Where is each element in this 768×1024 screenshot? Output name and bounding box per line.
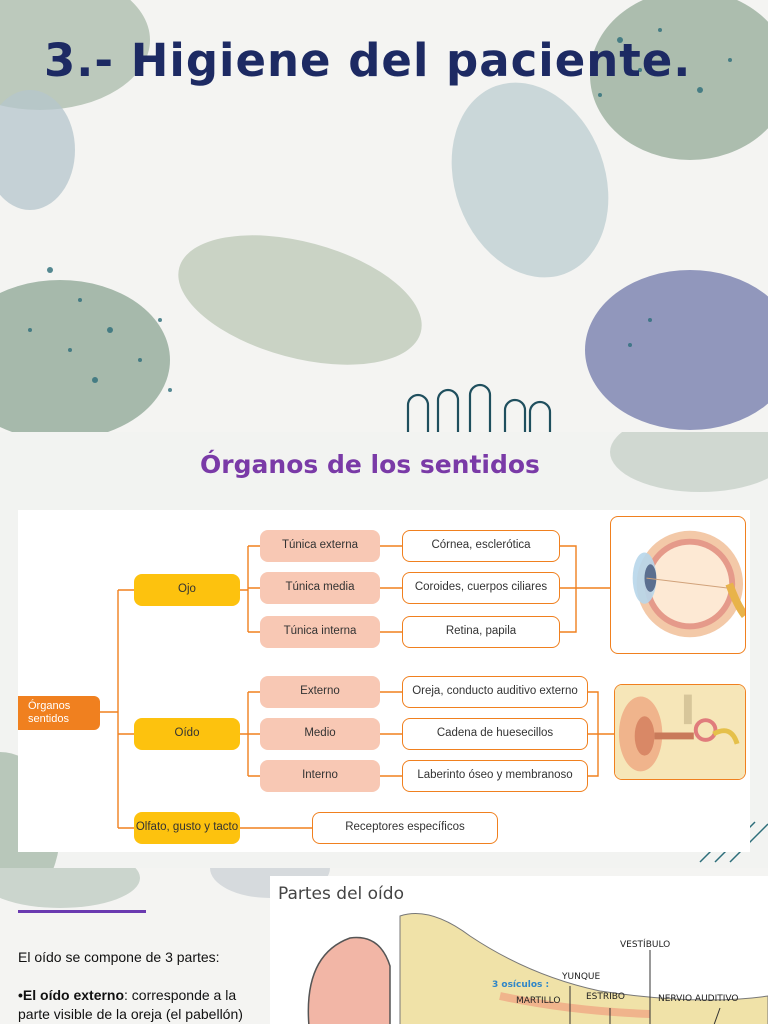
- bullet-definition: : corresponde a la parte visible de la o…: [18, 986, 243, 1023]
- watercolor-background: [0, 0, 768, 432]
- blob-green-bottomleft: [0, 280, 170, 432]
- label-osiculos: 3 osículos :: [492, 980, 550, 990]
- ear-figure: Partes del oído VESTÍBULO YUNQUE 3 osícu…: [270, 876, 768, 1024]
- bullet-term: •El oído externo: [18, 986, 125, 1003]
- eye-illustration: [610, 516, 746, 654]
- sub-medio: Medio: [260, 718, 380, 750]
- ear-description: El oído se compone de 3 partes: •El oído…: [18, 948, 266, 1024]
- sub-externo: Externo: [260, 676, 380, 708]
- bullet-external-ear: •El oído externo: corresponde a la parte…: [18, 986, 266, 1024]
- leaf-cornea: Córnea, esclerótica: [402, 530, 560, 562]
- root-node: Órganos sentidos: [18, 696, 100, 730]
- ear-figure-title: Partes del oído: [278, 884, 404, 904]
- label-nervio-auditivo: NERVIO AUDITIVO: [658, 994, 739, 1004]
- leaf-huesecillos: Cadena de huesecillos: [402, 718, 588, 750]
- category-ojo: Ojo: [134, 574, 240, 606]
- slide-ear-parts: El oído se compone de 3 partes: •El oído…: [0, 868, 768, 1024]
- category-olfato: Olfato, gusto y tacto: [134, 812, 240, 844]
- concept-map: Órganos sentidos Ojo Túnica externa Túni…: [18, 510, 750, 852]
- intro-text: El oído se compone de 3 partes:: [18, 949, 220, 965]
- leaf-oreja: Oreja, conducto auditivo externo: [402, 676, 588, 708]
- ear-illustration: [614, 684, 746, 780]
- page-title: 3.- Higiene del paciente.: [44, 34, 692, 87]
- blob-green-center: [178, 235, 422, 365]
- sub-tunica-externa: Túnica externa: [260, 530, 380, 562]
- label-yunque: YUNQUE: [562, 972, 601, 982]
- label-estribo: ESTRIBO: [586, 992, 625, 1002]
- blob-indigo-right: [585, 270, 768, 430]
- blob-green-topright: [590, 0, 768, 160]
- squiggle-line: [406, 383, 552, 432]
- blob-blue-left: [0, 90, 75, 210]
- ear-anatomy-drawing: [307, 913, 768, 1024]
- label-vestibulo: VESTÍBULO: [620, 940, 671, 950]
- leaf-laberinto: Laberinto óseo y membranoso: [402, 760, 588, 792]
- sub-tunica-interna: Túnica interna: [260, 616, 380, 648]
- slide-title: 3.- Higiene del paciente.: [0, 0, 768, 432]
- category-oido: Oído: [134, 718, 240, 750]
- speckles: [28, 28, 732, 392]
- leaf-retina: Retina, papila: [402, 616, 560, 648]
- connector-lines: [100, 545, 614, 829]
- sub-tunica-media: Túnica media: [260, 572, 380, 604]
- sub-interno: Interno: [260, 760, 380, 792]
- accent-divider: [18, 910, 146, 913]
- leaf-coroides: Coroides, cuerpos ciliares: [402, 572, 560, 604]
- section-title: Órganos de los sentidos: [200, 450, 540, 479]
- blob-green-topleft: [0, 0, 150, 110]
- blob-blue-mid: [451, 82, 609, 278]
- label-martillo: MARTILLO: [516, 996, 561, 1006]
- leaf-receptores: Receptores específicos: [312, 812, 498, 844]
- slide-organs: Órganos de los sentidos Órganos sentidos: [0, 432, 768, 868]
